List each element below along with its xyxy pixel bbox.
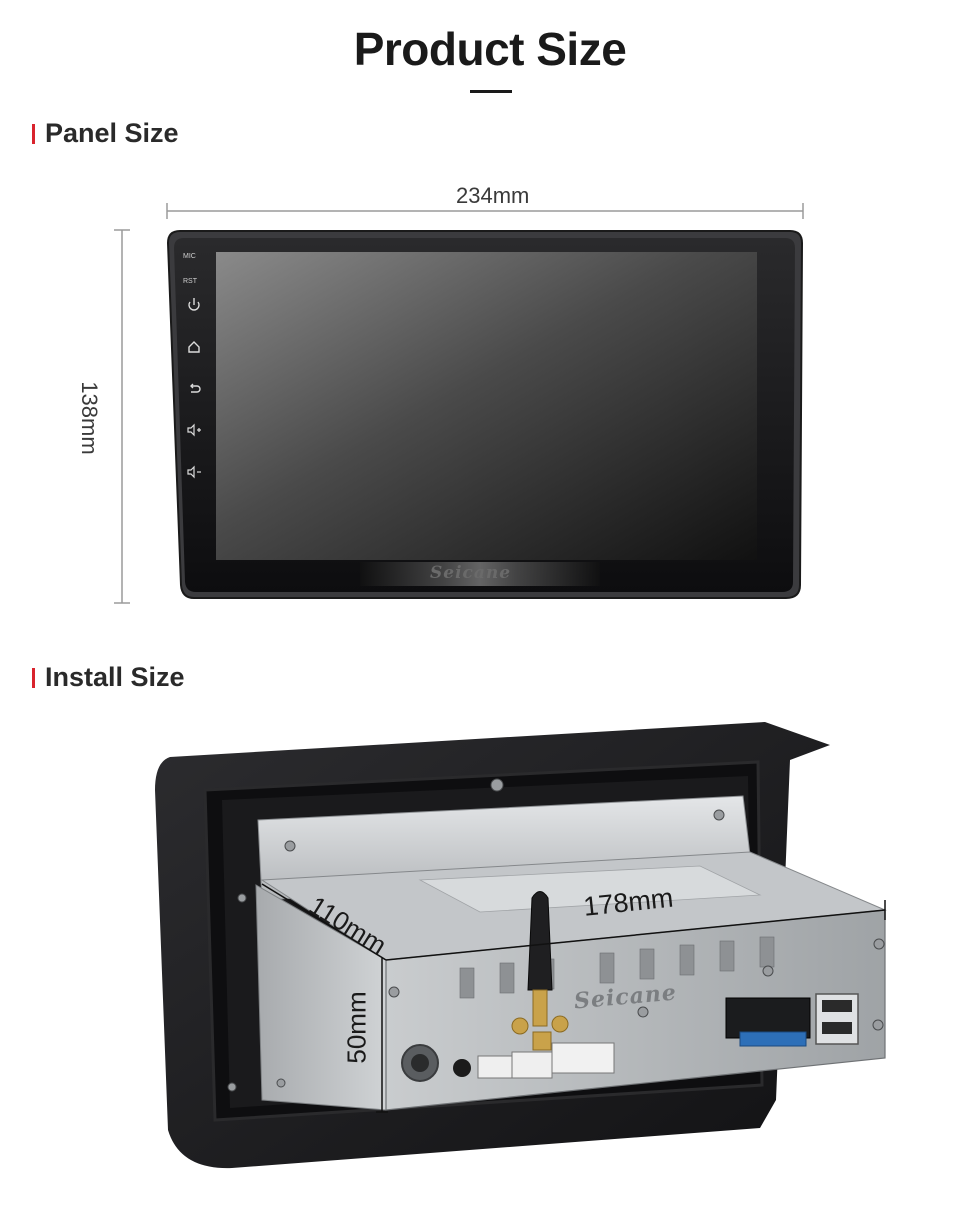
mic-label: MIC	[183, 253, 196, 260]
home-icon[interactable]	[188, 341, 200, 353]
accent-bar	[32, 667, 35, 688]
panel-width-label: 234mm	[456, 183, 530, 208]
volume-down-icon[interactable]	[187, 465, 201, 479]
section-heading-install-label: Install Size	[45, 662, 185, 692]
section-heading-panel-label: Panel Size	[45, 118, 179, 148]
back-icon[interactable]	[190, 383, 201, 393]
title-underline	[470, 90, 512, 93]
page-title: Product Size	[353, 23, 627, 75]
section-heading-panel: Panel Size	[32, 118, 179, 149]
power-icon[interactable]	[188, 298, 200, 311]
volume-up-icon[interactable]	[187, 423, 201, 437]
section-heading-install: Install Size	[32, 662, 185, 693]
brand-logo: Seicane	[430, 563, 512, 583]
rst-label: RST	[183, 278, 197, 285]
accent-bar	[32, 123, 35, 144]
install-height-label: 50mm	[341, 991, 372, 1064]
